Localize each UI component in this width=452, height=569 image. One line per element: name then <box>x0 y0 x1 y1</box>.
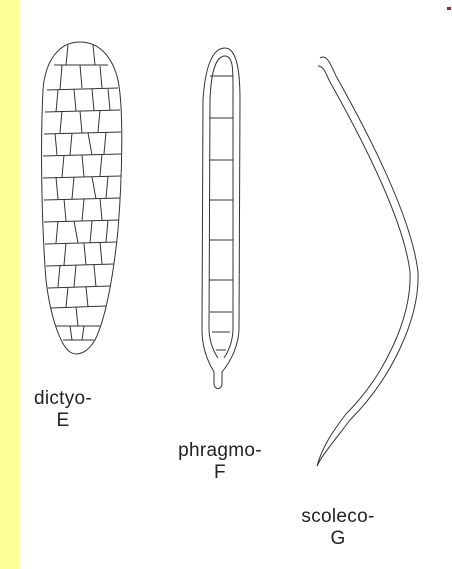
scolecospore-outer-wall <box>317 57 418 466</box>
phragmo-letter: F <box>155 462 285 484</box>
dictyospore-drawing <box>42 42 122 354</box>
scoleco-letter: G <box>278 528 398 550</box>
dictyo-label: dictyo- E <box>18 388 108 432</box>
scoleco-label: scoleco- G <box>278 506 398 550</box>
scoleco-name: scoleco- <box>278 506 398 528</box>
phragmospore-outer-wall <box>202 48 240 389</box>
scolecospore-drawing <box>317 57 418 466</box>
phragmo-name: phragmo- <box>155 440 285 462</box>
phragmospore-inner-wall <box>209 56 233 358</box>
dictyo-letter: E <box>18 410 108 432</box>
phragmospore-septa <box>209 76 233 350</box>
phragmo-label: phragmo- F <box>155 440 285 484</box>
phragmospore-drawing <box>202 48 240 389</box>
dictyo-name: dictyo- <box>18 388 108 410</box>
